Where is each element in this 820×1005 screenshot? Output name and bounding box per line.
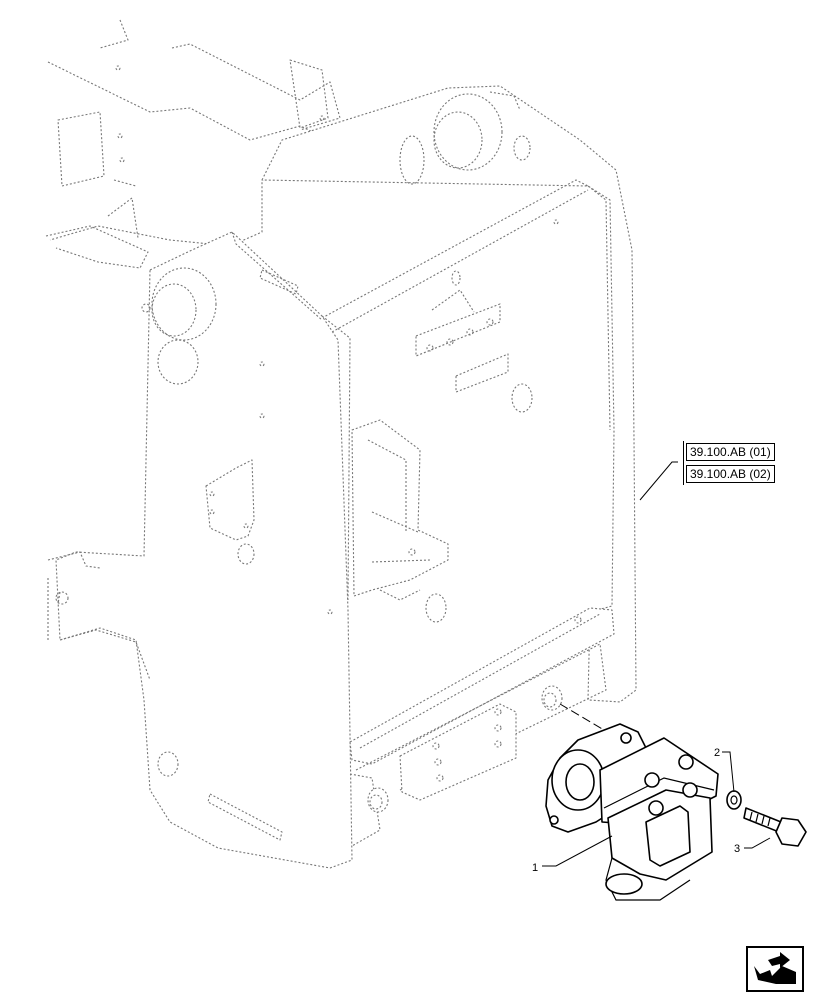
hex-bolt — [743, 807, 807, 847]
reference-link-02[interactable]: 39.100.AB (02) — [683, 463, 775, 485]
callout-2: 2 — [714, 747, 720, 759]
washer — [726, 790, 742, 810]
leader-line-2 — [722, 751, 735, 793]
callout-3: 3 — [734, 843, 740, 855]
leader-line-3 — [744, 837, 771, 849]
next-page-arrow-icon[interactable] — [746, 946, 804, 992]
leader-line-ref — [639, 461, 678, 501]
callout-1: 1 — [532, 862, 538, 874]
nav-arrow-graphic — [746, 946, 804, 992]
front-frame-casting — [47, 85, 637, 869]
reference-link-01[interactable]: 39.100.AB (01) — [683, 441, 775, 463]
background-frame-structure — [45, 19, 341, 269]
tow-hitch-assembly — [545, 723, 719, 901]
leader-line-1 — [542, 835, 613, 867]
